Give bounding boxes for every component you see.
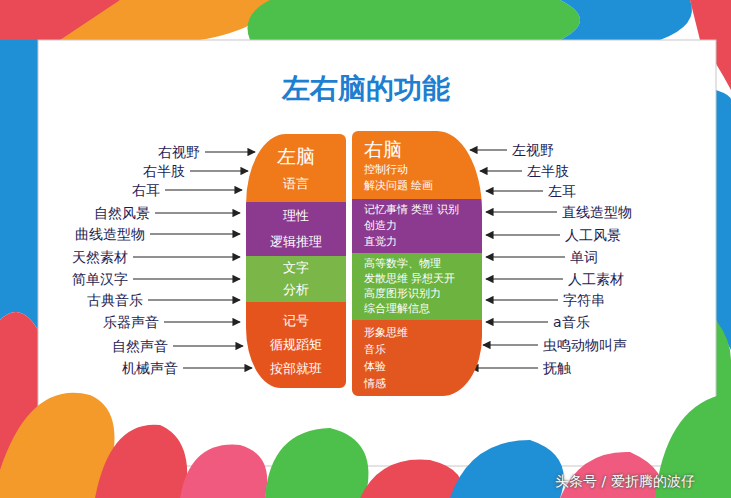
input-label: 直线造型物	[562, 203, 632, 221]
input-label: 曲线造型物	[75, 225, 145, 243]
function-text: 高等数学、物理	[364, 257, 441, 271]
input-label: 自然声音	[112, 337, 168, 355]
leader-arrow	[155, 212, 240, 213]
leader-arrow	[133, 278, 240, 279]
input-label: 左半肢	[527, 162, 569, 180]
function-text: 记忆事情 类型 识别	[364, 203, 459, 217]
leader-arrow	[190, 170, 248, 171]
leader-arrow	[486, 234, 560, 235]
brain-band: 记号循规蹈矩按部就班	[246, 302, 346, 388]
leader-arrow	[486, 321, 548, 322]
input-label: 天然素材	[72, 248, 128, 266]
function-text: 按部就班	[270, 361, 322, 377]
leader-arrow	[148, 299, 240, 300]
brain-band: 形象思维音乐体验情感	[352, 320, 482, 396]
leader-arrow	[183, 367, 252, 368]
leader-arrow	[165, 189, 242, 190]
brain-band: 理性逻辑推理	[246, 202, 346, 256]
brain-band: 文字分析	[246, 256, 346, 302]
function-text: 解决问题 绘画	[364, 179, 434, 193]
function-text: 创造力	[364, 219, 397, 233]
function-text: 发散思维 异想天开	[364, 272, 456, 286]
input-label: 单词	[570, 248, 598, 266]
input-label: 乐器声音	[103, 313, 159, 331]
input-label: 古典音乐	[87, 291, 143, 309]
function-text: 文字	[283, 260, 309, 276]
leader-arrow	[150, 233, 240, 234]
function-text: 形象思维	[364, 326, 408, 340]
input-label: 抚触	[543, 359, 571, 377]
brain-band: 左脑语言	[246, 134, 346, 202]
right-brain: 右脑控制行动解决问题 绘画记忆事情 类型 识别创造力直觉力高等数学、物理发散思维…	[352, 131, 482, 396]
function-text: 高度图形识别力	[364, 287, 441, 301]
function-text: 直觉力	[364, 235, 397, 249]
function-text: 循规蹈矩	[270, 337, 322, 353]
leader-arrow	[164, 321, 240, 322]
leader-arrow	[483, 344, 538, 345]
hemisphere-heading: 右脑	[364, 137, 402, 161]
function-text: 记号	[283, 313, 309, 329]
leader-arrow	[486, 190, 543, 191]
input-label: 机械声音	[122, 359, 178, 377]
input-label: 简单汉字	[72, 270, 128, 288]
leader-arrow	[133, 256, 240, 257]
input-label: 字符串	[563, 291, 605, 309]
function-text: 体验	[364, 360, 386, 374]
watermark: 头条号 / 爱折腾的波仔	[555, 472, 695, 490]
input-label: 人工风景	[565, 226, 621, 244]
brain-band: 右脑控制行动解决问题 绘画	[352, 131, 482, 199]
hemisphere-heading: 左脑	[277, 144, 315, 168]
leader-arrow	[486, 299, 558, 300]
leader-arrow	[173, 345, 243, 346]
title: 左右脑的功能	[0, 70, 731, 108]
function-text: 控制行动	[364, 163, 408, 177]
input-label: 左耳	[548, 182, 576, 200]
input-label: 右耳	[132, 181, 160, 199]
brain-band: 记忆事情 类型 识别创造力直觉力	[352, 199, 482, 253]
input-label: 右半肢	[143, 162, 185, 180]
function-text: 综合理解信息	[364, 302, 430, 316]
leader-arrow	[480, 170, 522, 171]
function-text: 音乐	[364, 343, 386, 357]
input-label: 左视野	[512, 141, 554, 159]
function-text: 情感	[364, 377, 386, 391]
leader-arrow	[486, 256, 565, 257]
leader-arrow	[486, 211, 557, 212]
function-text: 逻辑推理	[270, 234, 322, 250]
function-text: 语言	[283, 176, 309, 192]
input-label: 人工素材	[568, 270, 624, 288]
function-text: 理性	[283, 208, 309, 224]
function-text: 分析	[283, 282, 309, 298]
leader-arrow	[486, 278, 563, 279]
input-label: a音乐	[553, 313, 590, 331]
brain-band: 高等数学、物理发散思维 异想天开高度图形识别力综合理解信息	[352, 253, 482, 320]
input-label: 右视野	[158, 143, 200, 161]
left-brain: 左脑语言理性逻辑推理文字分析记号循规蹈矩按部就班	[246, 134, 346, 388]
input-label: 虫鸣动物叫声	[543, 336, 627, 354]
input-label: 自然风景	[94, 204, 150, 222]
